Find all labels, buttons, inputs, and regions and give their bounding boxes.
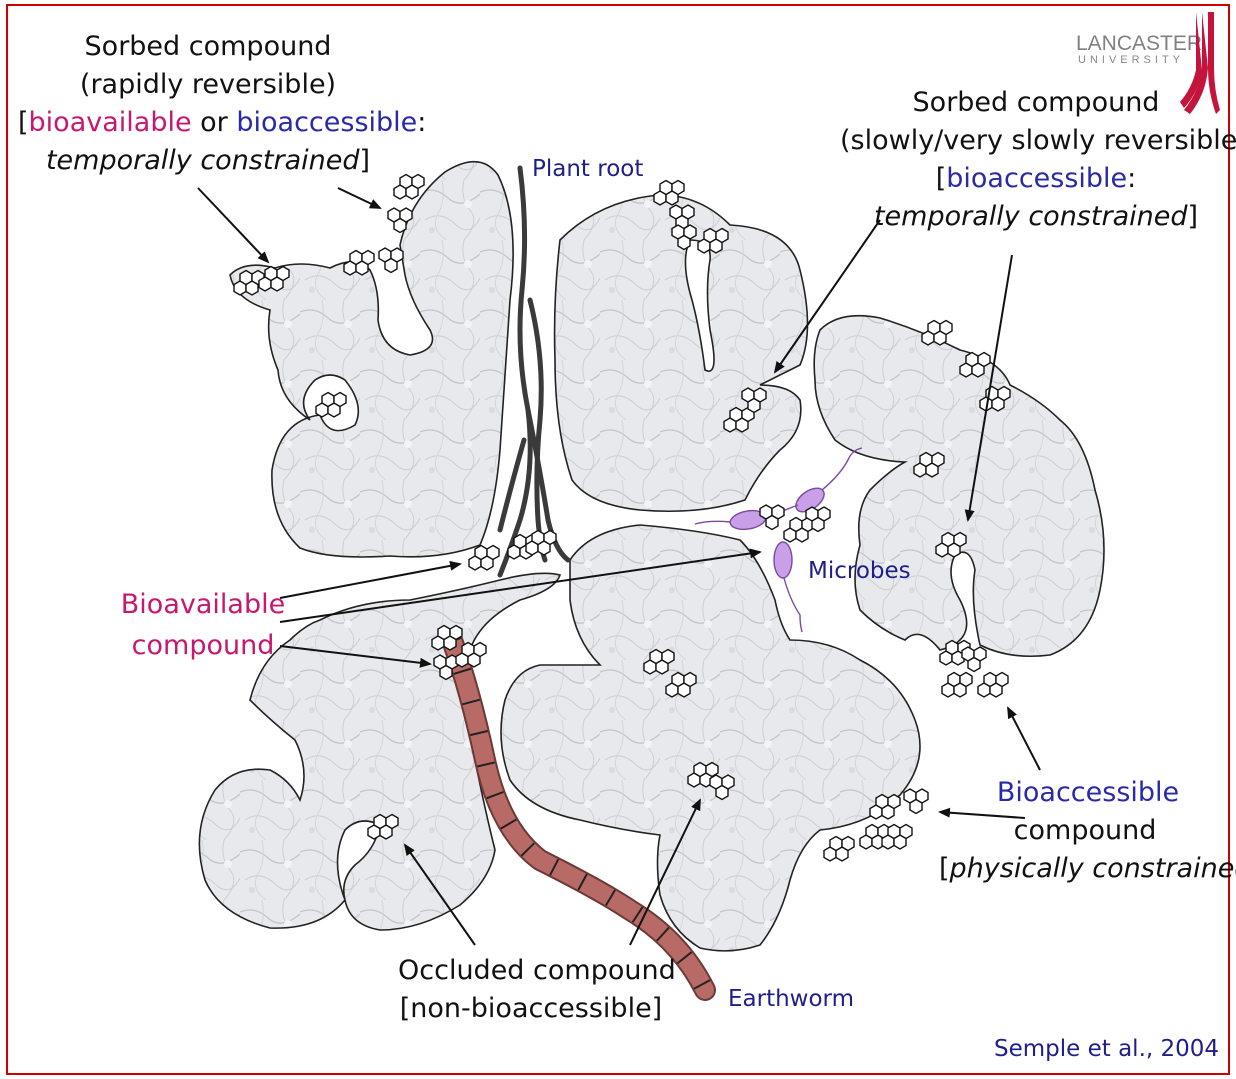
bioaccessible-line1: Bioaccessible: [935, 774, 1235, 812]
label-earthworm: Earthworm: [728, 980, 854, 1018]
sorbed-slow-line4: temporally constrained]: [840, 198, 1232, 236]
colon: :: [417, 107, 426, 138]
sorbed-rapid-line2: (rapidly reversible): [18, 66, 398, 104]
aggregate-upper-left: [230, 162, 513, 557]
sorbed-slow-line1: Sorbed compound: [840, 84, 1232, 122]
aggregate-right: [814, 316, 1104, 657]
bioavailable-term: bioavailable: [29, 107, 192, 138]
physically-constrained: physically constrained: [950, 853, 1236, 884]
bracket-open: [: [939, 853, 950, 884]
sorbed-rapid-line3: [bioavailable or bioaccessible:: [18, 104, 398, 142]
temporally-constrained: temporally constrained: [46, 145, 360, 176]
sorbed-slow-line2: (slowly/very slowly reversible): [840, 122, 1232, 160]
or-text: or: [192, 107, 237, 138]
bioaccessible-term: bioaccessible: [946, 163, 1127, 194]
label-microbes: Microbes: [808, 552, 911, 590]
occluded-line2: [non-bioaccessible]: [398, 990, 664, 1028]
label-sorbed-rapid: Sorbed compound (rapidly reversible) [bi…: [18, 28, 398, 180]
bracket-open: [: [936, 163, 947, 194]
sorbed-rapid-line1: Sorbed compound: [18, 28, 398, 66]
bioaccessible-line2: compound: [935, 812, 1235, 850]
bracket-open: [: [18, 107, 29, 138]
label-bioavailable-compound: Bioavailable compound: [118, 586, 288, 665]
label-sorbed-slow: Sorbed compound (slowly/very slowly reve…: [840, 84, 1232, 236]
occluded-line1: Occluded compound: [398, 952, 664, 990]
bioavailable-line1: Bioavailable: [118, 586, 288, 624]
sorbed-rapid-line4: temporally constrained]: [18, 142, 398, 180]
bracket-close: ]: [1187, 201, 1198, 232]
citation: Semple et al., 2004: [994, 1030, 1219, 1068]
colon: :: [1127, 163, 1136, 194]
label-plant-root: Plant root: [532, 150, 643, 188]
logo-subtitle: UNIVERSITY: [1078, 54, 1184, 66]
bioaccessible-line3: [physically constrained: [935, 850, 1235, 888]
temporally-constrained: temporally constrained: [874, 201, 1188, 232]
bioaccessible-term: bioaccessible: [236, 107, 417, 138]
bioavailable-line2: compound: [118, 627, 288, 665]
sorbed-slow-line3: [bioaccessible:: [840, 160, 1232, 198]
label-bioaccessible-compound: Bioaccessible compound [physically const…: [935, 774, 1235, 888]
label-occluded-compound: Occluded compound [non-bioaccessible]: [398, 952, 664, 1028]
bracket-close: ]: [359, 145, 370, 176]
